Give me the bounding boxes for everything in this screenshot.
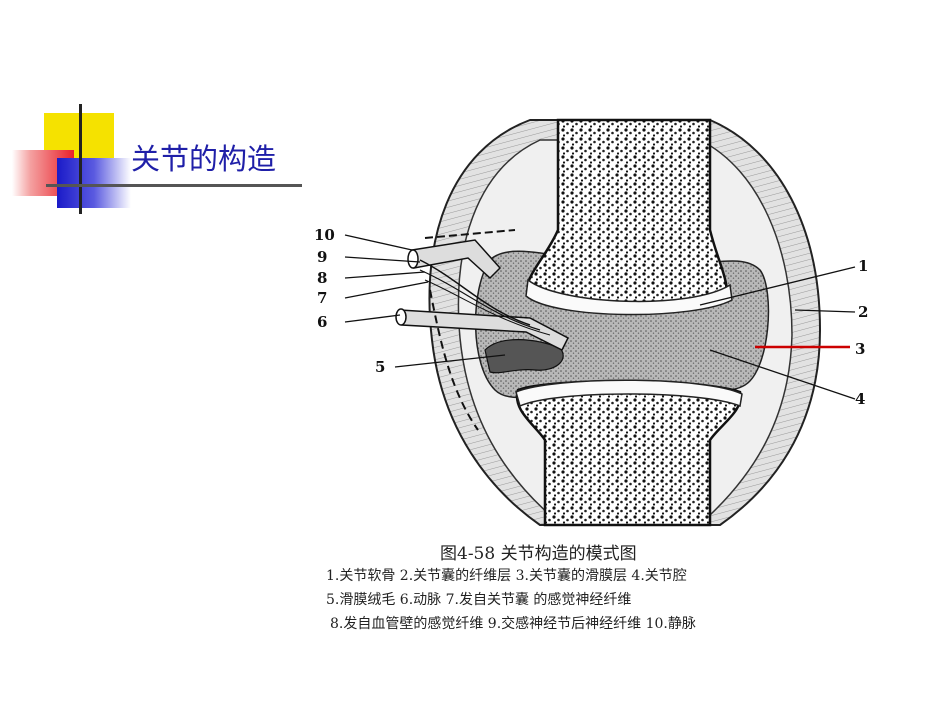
label-7: 7 bbox=[317, 289, 327, 307]
label-8: 8 bbox=[317, 269, 327, 287]
label-1: 1 bbox=[858, 257, 868, 275]
label-2: 2 bbox=[858, 303, 868, 321]
label-6: 6 bbox=[317, 313, 327, 331]
lower-cartilage bbox=[515, 379, 743, 408]
legend-line-3: 8.发自血管壁的感觉纤维 9.交感神经节后神经纤维 10.静脉 bbox=[330, 616, 696, 632]
figure-caption: 图4-58 关节构造的模式图 bbox=[440, 544, 637, 564]
decor-blue-square bbox=[57, 158, 131, 208]
label-9: 9 bbox=[317, 248, 327, 266]
upper-cartilage bbox=[525, 278, 733, 316]
synovial-villus bbox=[484, 339, 564, 374]
label-10: 10 bbox=[314, 226, 335, 244]
upper-bone bbox=[526, 118, 728, 308]
decor-horizontal-line bbox=[46, 184, 302, 187]
decor-vertical-line bbox=[79, 104, 82, 214]
label-5: 5 bbox=[375, 358, 385, 376]
label-4: 4 bbox=[855, 390, 865, 408]
slide-title: 关节的构造 bbox=[131, 142, 277, 176]
lower-bone bbox=[515, 380, 742, 527]
joint-structure-diagram: 10 9 8 7 6 5 1 2 3 4 bbox=[314, 118, 868, 527]
label-3: 3 bbox=[855, 340, 865, 358]
legend-line-1: 1.关节软骨 2.关节囊的纤维层 3.关节囊的滑膜层 4.关节腔 bbox=[326, 568, 687, 584]
legend-line-2: 5.滑膜绒毛 6.动脉 7.发自关节囊 的感觉神经纤维 bbox=[326, 592, 632, 608]
